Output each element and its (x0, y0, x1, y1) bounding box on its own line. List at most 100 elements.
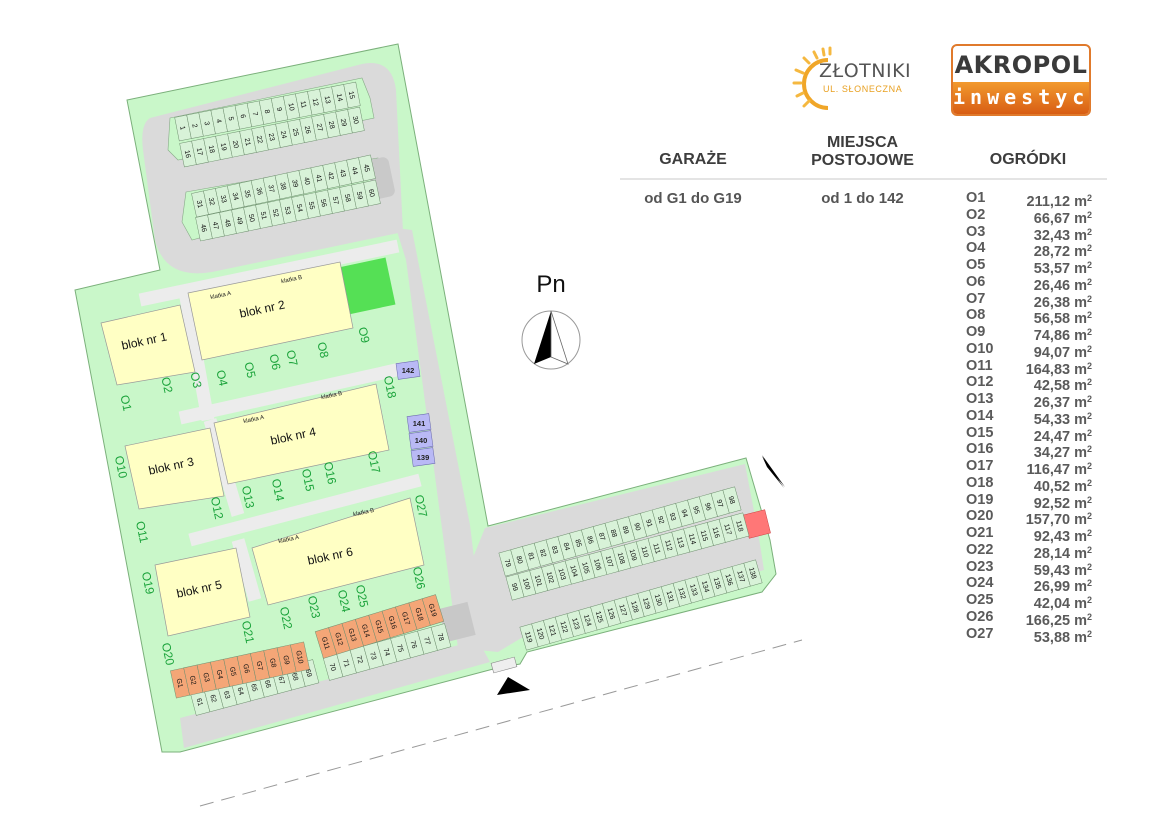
header-garages: GARAŻE (659, 151, 727, 168)
staircase-label: klatka A (243, 415, 265, 425)
parking-spot-number: 31 (195, 200, 204, 209)
parking-spot (743, 559, 763, 587)
parking-spot-number: 102 (545, 571, 555, 584)
parking-spot-number: 135 (712, 577, 722, 590)
zlotniki-logo: ZŁOTNIKI UL. SŁONECZNA (792, 46, 927, 112)
parking-spot-number: 44 (350, 166, 359, 175)
parking-spot (343, 81, 361, 109)
garden-label-map: O13 (239, 484, 257, 509)
garden-area-unit-exp: 2 (1086, 544, 1092, 555)
garden-label-map: O8 (314, 341, 331, 360)
parking-spot-number: 34 (231, 192, 240, 201)
parking-spot-number: 98 (727, 496, 736, 505)
parking-spot-number: 96 (703, 502, 712, 511)
parking-spot-number: 72 (355, 655, 364, 664)
garden-area-unit: m (1074, 512, 1087, 529)
garage-number: G18 (413, 607, 424, 622)
parking-spot-number: 83 (550, 545, 559, 554)
parking-spot-number: 74 (382, 648, 391, 657)
parking-spot-number: 39 (290, 179, 299, 188)
parking-spot-number: 2 (190, 123, 198, 128)
visitor-parking-spot (410, 447, 436, 467)
garden-label-map: O17 (365, 449, 383, 474)
garden-area-value: 164,83 (1025, 361, 1071, 378)
parking-spot-number: 66 (263, 679, 272, 688)
garden-area-unit-exp: 2 (1086, 209, 1092, 220)
parking-spot-number: 127 (617, 604, 627, 617)
garden-id: O23 (966, 558, 994, 575)
parking-spot (358, 154, 376, 182)
parking-spot-number: 100 (521, 577, 531, 590)
garden-label-map: O9 (355, 326, 372, 345)
walkway (178, 361, 407, 425)
garage-number: G2 (188, 675, 197, 686)
parking-spot-number: 15 (347, 91, 355, 100)
garage-number: G1 (175, 678, 184, 689)
parking-spot-number: 47 (211, 221, 219, 230)
garden-area-unit: m (1074, 227, 1087, 244)
garden-area-unit: m (1074, 445, 1087, 462)
garden-id: O8 (966, 307, 986, 324)
garden-area-unit: m (1074, 596, 1087, 612)
parking-spot-number: 132 (676, 587, 686, 600)
parking-spot-number: 37 (266, 184, 275, 193)
garden-area-value: 53,57 (1033, 261, 1071, 277)
garden-area-unit: m (1074, 395, 1087, 411)
parking-spot-number: 109 (628, 549, 638, 562)
garden-area-value: 32,43 (1033, 227, 1071, 244)
garden-area-value: 74,86 (1033, 328, 1071, 344)
parking-spot-number: 59 (355, 191, 363, 200)
garden-area-unit-exp: 2 (1086, 461, 1092, 471)
garage-number: G16 (387, 615, 398, 630)
sun-icon (792, 46, 832, 110)
parking-spot-number: 107 (604, 555, 614, 568)
garage-number: G6 (241, 663, 250, 674)
garage-number: G12 (333, 632, 344, 647)
parking-spot-number: 11 (299, 100, 307, 109)
garden-area-unit: m (1074, 478, 1087, 495)
parking-spot-number: 110 (639, 546, 649, 559)
garden-label-map: O27 (412, 493, 430, 518)
parking-spot-number: 117 (722, 523, 732, 536)
parking-spot-number: 46 (199, 224, 207, 233)
garden-label-map: O24 (335, 588, 353, 613)
garden-area-value: 26,38 (1033, 294, 1071, 311)
parking-spot-number: 122 (558, 621, 568, 634)
parking-spot-number: 82 (538, 549, 547, 558)
garage-number: G7 (255, 661, 264, 672)
entrance-arrow-east-icon-b (762, 455, 785, 487)
garden-area-value: 28,14 (1033, 545, 1071, 562)
akropol-logo: AKROPOL inwestycje (951, 44, 1091, 116)
garden-label-map: O15 (299, 467, 317, 492)
header-parking-line2: POSTOJOWE (811, 152, 914, 169)
road-east-side (396, 228, 484, 656)
visitor-parking-spot (408, 430, 434, 450)
visitor-parking-spot (395, 360, 421, 380)
garden-area-unit: m (1074, 328, 1087, 344)
garden-label-map: O25 (353, 583, 371, 608)
parking-spot-number: 20 (231, 140, 239, 149)
parking-spot-number: 128 (629, 600, 639, 613)
parking-spot-number: 92 (656, 515, 665, 524)
garage-number: G13 (346, 628, 357, 643)
visitor-spot-number: 139 (417, 453, 430, 462)
parking-spot-number: 33 (219, 195, 228, 204)
parking-spot-number: 17 (195, 147, 203, 156)
garden-area-value: 24,47 (1033, 428, 1071, 445)
garden-label-map: O3 (187, 371, 204, 390)
parking-spot-number: 9 (275, 107, 283, 112)
parking-spot-number: 99 (510, 583, 519, 592)
playground (338, 257, 396, 315)
parking-spot (430, 623, 452, 651)
garden-area-unit-exp: 2 (1086, 327, 1092, 337)
